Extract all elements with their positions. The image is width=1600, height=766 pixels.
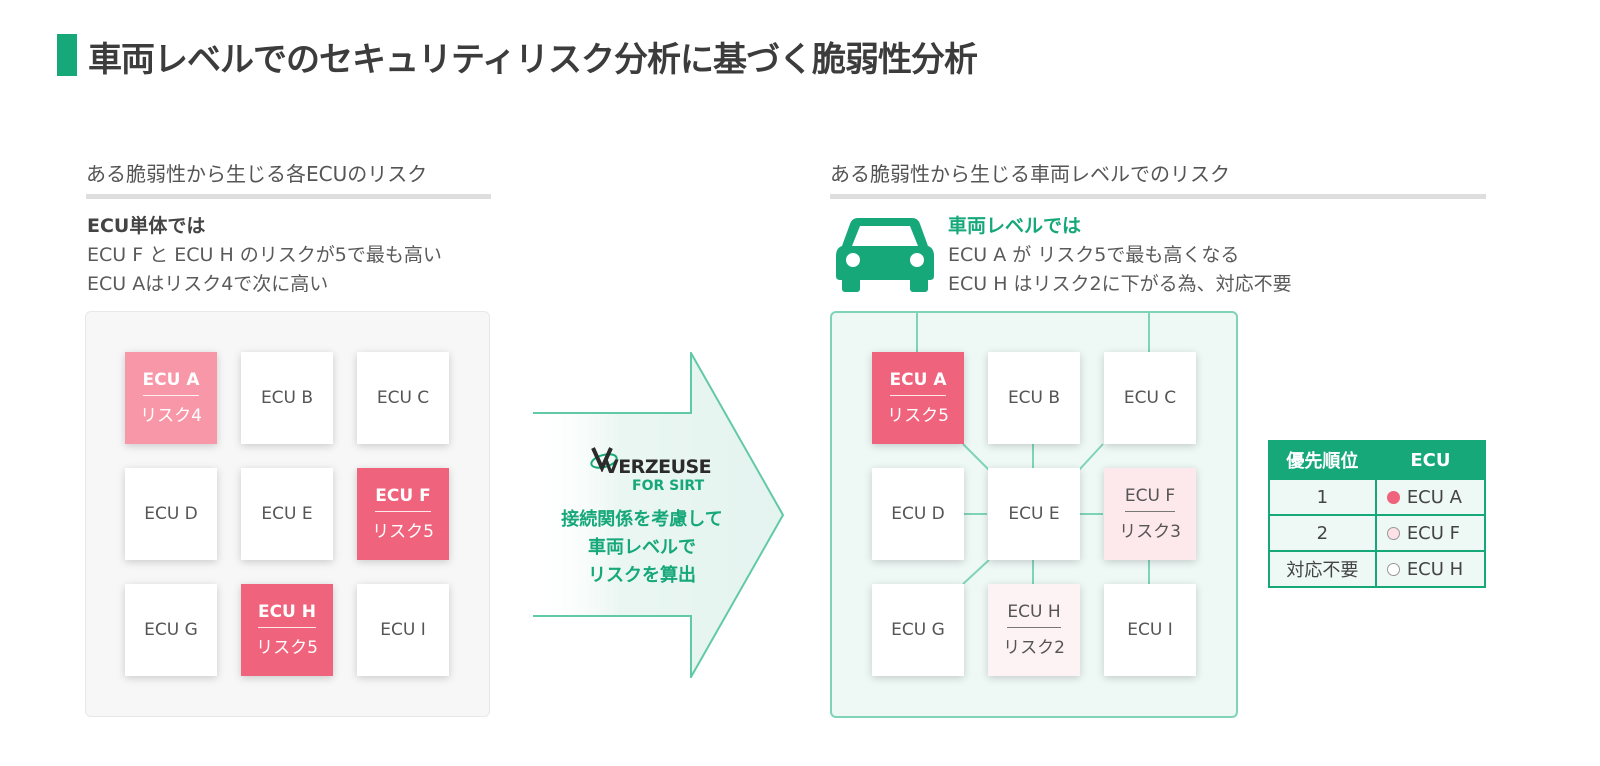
ecu-tile-i-vehicle: ECU I	[1104, 584, 1196, 676]
ecu-tile-risk: リスク5	[256, 638, 318, 658]
ecu-tile-h-left: ECU H リスク5	[241, 584, 333, 676]
ecu-tile-b-left: ECU B	[241, 352, 333, 444]
arrow-caption-line-3: リスクを算出	[588, 565, 696, 586]
right-desc-line-1: ECU A が リスク5で最も高くなる	[948, 244, 1240, 266]
priority-cell: 2	[1268, 514, 1377, 552]
right-desc-accent: 車両レベルでは	[948, 215, 1082, 237]
ecu-tile-name: ECU D	[144, 504, 198, 524]
ecu-tile-risk: リスク3	[1119, 522, 1181, 542]
ecu-tile-name: ECU C	[1123, 388, 1177, 408]
left-heading-rule	[86, 194, 491, 199]
ecu-tile-f-vehicle: ECU F リスク3	[1104, 468, 1196, 560]
ecu-tile-d-vehicle: ECU D	[872, 468, 964, 560]
ecu-cell-label: ECU F	[1406, 522, 1461, 544]
right-description: 車両レベルでは ECU A が リスク5で最も高くなる ECU H はリスク2に…	[948, 212, 1292, 299]
ecu-tile-risk: リスク2	[1003, 638, 1065, 658]
table-row: 対応不要 ECU H	[1268, 550, 1487, 588]
ecu-tile-name: ECU H	[1007, 602, 1061, 628]
ecu-tile-name: ECU F	[375, 486, 431, 512]
ecu-tile-i-left: ECU I	[357, 584, 449, 676]
car-icon	[836, 218, 934, 292]
ecu-tile-name: ECU E	[261, 504, 313, 524]
header-ecu: ECU	[1374, 440, 1487, 480]
left-desc-line-2: ECU Aはリスク4で次に高い	[87, 273, 329, 295]
ecu-tile-risk: リスク4	[140, 406, 202, 426]
ecu-tile-name: ECU B	[260, 388, 314, 408]
ecu-cell-label: ECU H	[1406, 558, 1464, 580]
ecu-tile-name: ECU C	[376, 388, 430, 408]
ecu-tile-name: ECU D	[891, 504, 945, 524]
ecu-tile-risk: リスク5	[887, 406, 949, 426]
ecu-tile-e-left: ECU E	[241, 468, 333, 560]
right-heading-rule	[830, 194, 1486, 199]
process-arrow	[533, 352, 785, 678]
logo-subtitle: FOR SIRT	[632, 478, 705, 494]
ecu-tile-name: ECU B	[1007, 388, 1061, 408]
page-title: 車両レベルでのセキュリティリスク分析に基づく脆弱性分析	[88, 40, 978, 80]
left-desc-line-1: ECU F と ECU H のリスクが5で最も高い	[87, 244, 442, 266]
left-desc-bold: ECU単体では	[87, 215, 206, 237]
header-priority: 優先順位	[1268, 440, 1377, 480]
arrow-caption: 接続関係を考慮して 車両レベルで リスクを算出	[556, 506, 728, 590]
right-section-heading: ある脆弱性から生じる車両レベルでのリスク	[830, 162, 1230, 186]
priority-cell: 対応不要	[1268, 550, 1377, 588]
arrow-caption-line-1: 接続関係を考慮して	[561, 509, 723, 530]
ecu-tile-name: ECU F	[1124, 486, 1176, 512]
arrow-caption-line-2: 車両レベルで	[588, 537, 696, 558]
verzeuse-logo-icon	[590, 447, 618, 472]
ecu-tile-c-vehicle: ECU C	[1104, 352, 1196, 444]
table-row: 2 ECU F	[1268, 514, 1487, 552]
ecu-tile-name: ECU G	[891, 620, 945, 640]
ecu-tile-a-vehicle: ECU A リスク5	[872, 352, 964, 444]
ecu-tile-name: ECU E	[1008, 504, 1060, 524]
ecu-tile-f-left: ECU F リスク5	[357, 468, 449, 560]
ecu-tile-name: ECU A	[889, 370, 947, 396]
ecu-tile-d-left: ECU D	[125, 468, 217, 560]
ecu-tile-name: ECU I	[1127, 620, 1173, 640]
logo-wordmark: VERZEUSE	[604, 456, 712, 478]
left-section-heading: ある脆弱性から生じる各ECUのリスク	[86, 162, 428, 186]
ecu-cell-label: ECU A	[1406, 486, 1462, 508]
ecu-tile-name: ECU I	[380, 620, 426, 640]
priority-cell: 1	[1268, 478, 1377, 516]
ecu-cell: ECU F	[1374, 514, 1487, 552]
risk-dot-icon	[1386, 562, 1400, 576]
ecu-cell: ECU H	[1374, 550, 1487, 588]
ecu-tile-e-vehicle: ECU E	[988, 468, 1080, 560]
ecu-tile-g-left: ECU G	[125, 584, 217, 676]
ecu-tile-name: ECU G	[144, 620, 198, 640]
right-desc-line-2: ECU H はリスク2に下がる為、対応不要	[948, 273, 1292, 295]
ecu-tile-c-left: ECU C	[357, 352, 449, 444]
ecu-tile-h-vehicle: ECU H リスク2	[988, 584, 1080, 676]
ecu-connection-lines	[916, 311, 1150, 585]
ecu-tile-a-left: ECU A リスク4	[125, 352, 217, 444]
ecu-tile-g-vehicle: ECU G	[872, 584, 964, 676]
table-row: 1 ECU A	[1268, 478, 1487, 516]
ecu-tile-risk: リスク5	[372, 522, 434, 542]
priority-table: 優先順位 ECU 1 ECU A 2 ECU F 対応不要 ECU H	[1268, 440, 1487, 588]
risk-dot-icon	[1386, 526, 1400, 540]
priority-table-header: 優先順位 ECU	[1268, 440, 1487, 480]
ecu-cell: ECU A	[1374, 478, 1487, 516]
ecu-tile-name: ECU A	[142, 370, 200, 396]
risk-dot-icon	[1386, 490, 1400, 504]
left-description: ECU単体では ECU F と ECU H のリスクが5で最も高い ECU Aは…	[87, 212, 442, 299]
ecu-tile-name: ECU H	[257, 602, 317, 628]
title-accent-bar	[57, 34, 77, 76]
ecu-tile-b-vehicle: ECU B	[988, 352, 1080, 444]
